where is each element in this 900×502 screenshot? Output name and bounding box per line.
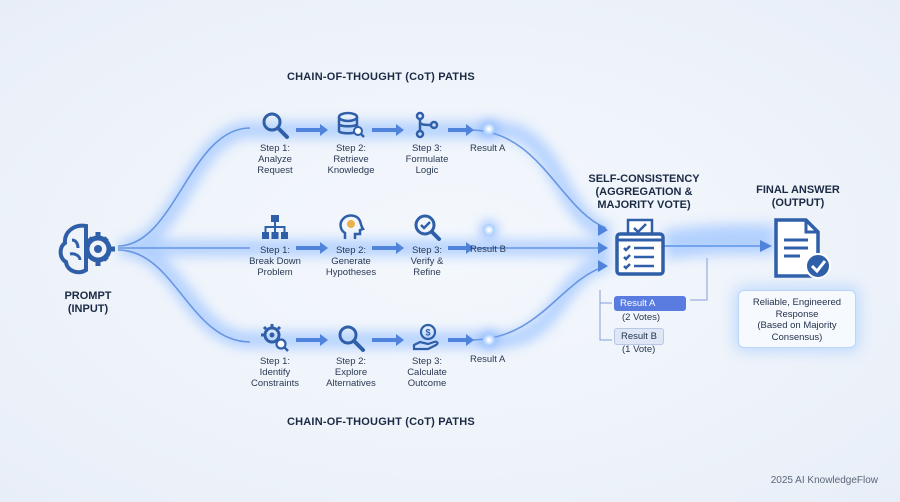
brain-gear-icon: [56, 218, 118, 280]
path2-step1: Step 1: Break Down Problem: [240, 212, 310, 278]
path1-step2: Step 2: Retrieve Knowledge: [316, 110, 386, 176]
check-magnifier-icon: [414, 214, 441, 241]
prompt-label: PROMPT (INPUT): [64, 290, 112, 315]
step-label: Step 2: Retrieve Knowledge: [327, 143, 375, 176]
step-label: Step 2: Explore Alternatives: [326, 356, 376, 389]
path2-result-node: [483, 224, 495, 236]
path3-step3: $ Step 3: Calculate Outcome: [392, 323, 462, 389]
document-check-icon: [772, 216, 834, 282]
magnifier-icon: [262, 112, 289, 139]
gear-search-icon: [261, 324, 289, 352]
ballot-box-icon: [614, 218, 666, 278]
branch-logic-icon: [415, 111, 439, 139]
path3-step2: Step 2: Explore Alternatives: [316, 323, 386, 389]
path3-result: Result A: [470, 354, 506, 365]
magnifier-icon: [338, 325, 365, 352]
head-idea-icon: [339, 214, 365, 239]
database-search-icon: [337, 111, 365, 138]
vote-count-b: (1 Vote): [622, 344, 656, 355]
footer-credit: 2025 AI KnowledgeFlow: [770, 475, 878, 486]
step-label: Step 2: Generate Hypotheses: [325, 245, 377, 278]
step-label: Step 1: Break Down Problem: [249, 245, 301, 278]
vote-result-a: Result A: [614, 296, 686, 311]
vote-result-b: Result B: [614, 328, 664, 345]
path1-result: Result A: [470, 143, 506, 154]
step-label: Step 3: Formulate Logic: [405, 143, 449, 176]
path3-result-node: [483, 334, 495, 346]
bottom-section-title: CHAIN-OF-THOUGHT (CoT) PATHS: [287, 416, 475, 428]
step-label: Step 3: Calculate Outcome: [407, 356, 447, 389]
step-arrows: [296, 124, 772, 346]
flow-lines: [117, 127, 770, 343]
money-hand-icon: $: [412, 323, 439, 351]
final-title: FINAL ANSWER (OUTPUT): [756, 184, 840, 209]
step-label: Step 1: Analyze Request: [257, 143, 293, 176]
path1-result-node: [483, 123, 495, 135]
vote-count-a: (2 Votes): [622, 312, 661, 323]
path2-result: Result B: [470, 244, 506, 255]
path3-step1: Step 1: Identify Constraints: [240, 323, 310, 389]
aggregation-title: SELF-CONSISTENCY (AGGREGATION & MAJORITY…: [588, 173, 700, 211]
path2-step2: Step 2: Generate Hypotheses: [316, 212, 386, 278]
path1-step3: Step 3: Formulate Logic: [392, 110, 462, 176]
step-label: Step 1: Identify Constraints: [250, 356, 300, 389]
hierarchy-icon: [262, 215, 288, 239]
path2-step3: Step 3: Verify & Refine: [392, 212, 462, 278]
step-label: Step 3: Verify & Refine: [410, 245, 444, 278]
path1-step1: Step 1: Analyze Request: [240, 110, 310, 176]
svg-text:$: $: [425, 328, 430, 338]
final-description: Reliable, Engineered Response (Based on …: [752, 297, 842, 343]
top-section-title: CHAIN-OF-THOUGHT (CoT) PATHS: [287, 71, 475, 83]
final-output-box: Reliable, Engineered Response (Based on …: [738, 290, 856, 348]
